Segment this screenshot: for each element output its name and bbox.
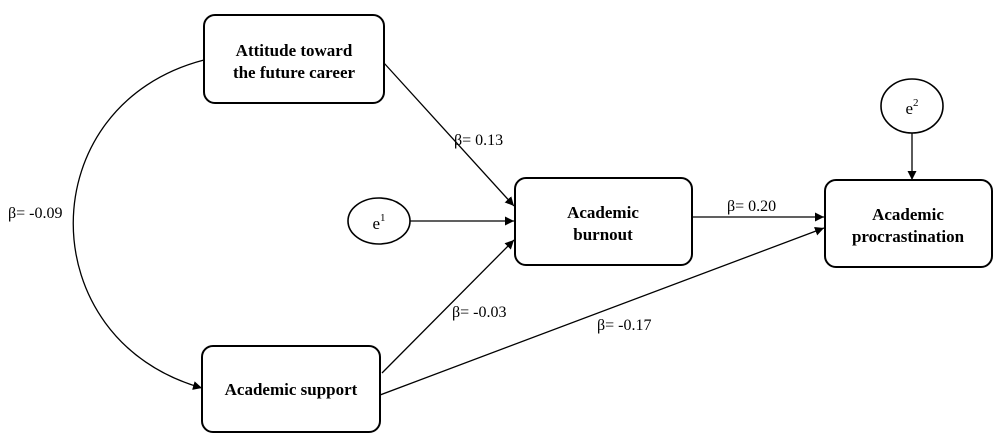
- coef-support-to-procrastination: β= -0.17: [597, 317, 652, 334]
- node-academic-burnout: Academic burnout: [514, 177, 693, 266]
- node-attitude-line1: Attitude toward: [236, 41, 353, 60]
- coef-attitude-to-burnout: β= 0.13: [454, 132, 503, 149]
- edge-attitude-to-burnout: [383, 62, 515, 207]
- coef-support-to-burnout: β= -0.03: [452, 304, 507, 321]
- node-academic-support-label: Academic support: [225, 380, 358, 399]
- svg-text:e2: e2: [905, 97, 918, 118]
- svg-text:e1: e1: [372, 212, 385, 233]
- node-attitude-line2: the future career: [233, 63, 356, 82]
- error-e2-sup: 2: [913, 97, 919, 109]
- node-academic-procrastination-line1: Academic: [872, 205, 944, 224]
- coef-correlation: β= -0.09: [8, 205, 63, 222]
- node-academic-burnout-line2: burnout: [573, 225, 633, 244]
- correlation-arc: [72, 53, 214, 390]
- error-e1-sup: 1: [380, 212, 386, 224]
- error-e1: e1: [347, 197, 411, 245]
- node-academic-burnout-line1: Academic: [567, 203, 639, 222]
- node-academic-procrastination: Academic procrastination: [824, 179, 993, 268]
- error-e1-base: e: [372, 214, 380, 233]
- node-attitude: Attitude toward the future career: [203, 14, 385, 104]
- edge-support-to-procrastination: [379, 226, 825, 396]
- node-academic-support: Academic support: [201, 345, 381, 433]
- error-e2: e2: [880, 78, 944, 134]
- edge-support-to-burnout: [381, 239, 515, 374]
- error-e2-base: e: [905, 99, 913, 118]
- node-academic-procrastination-line2: procrastination: [852, 227, 965, 246]
- coef-burnout-to-procrastination: β= 0.20: [727, 198, 776, 215]
